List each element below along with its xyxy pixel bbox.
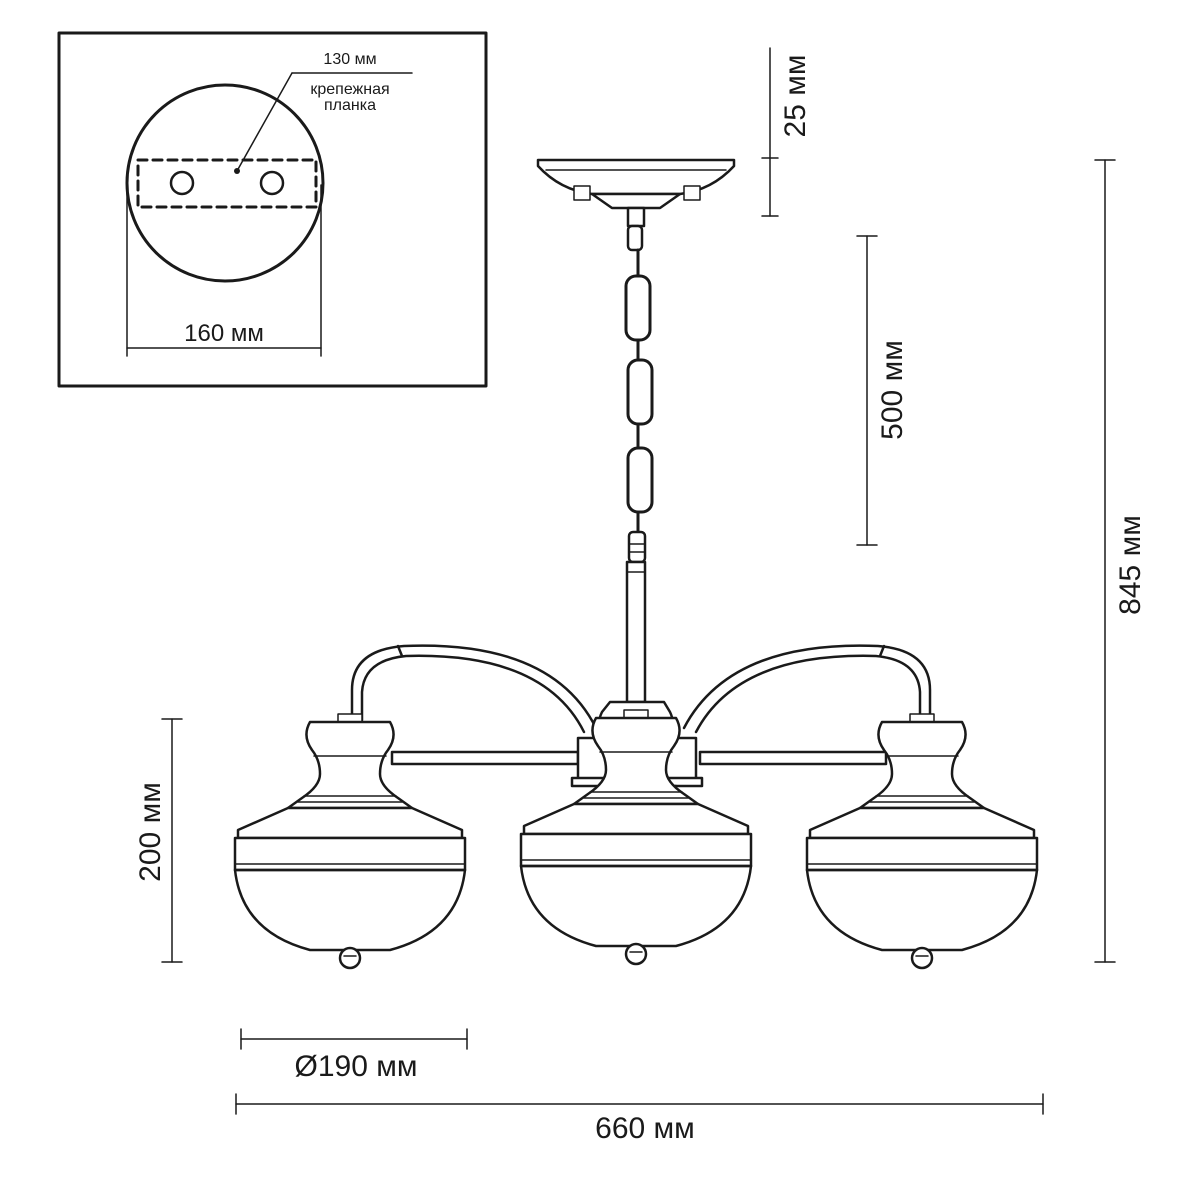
mounting-plate-inset: 130 мм крепежная планка 160 мм (57, 31, 488, 388)
center-stem (625, 560, 647, 704)
chandelier-arms (350, 644, 932, 766)
dim-canopy-height: 25 мм (761, 47, 812, 217)
suspension-chain (624, 224, 654, 564)
shade-diameter-label: Ø190 мм (295, 1050, 418, 1083)
dim-shade-diameter: Ø190 мм (240, 1028, 468, 1083)
dim-total-width: 660 мм (235, 1093, 1044, 1145)
leader-line (236, 72, 293, 172)
screw-hole-left (169, 170, 195, 196)
ceiling-canopy (536, 158, 736, 228)
plate-width-label: 130 мм (323, 51, 376, 68)
canopy-circle (125, 83, 325, 283)
shade-center (519, 708, 753, 966)
inset-frame (57, 31, 488, 388)
plate-name-line2: планка (324, 97, 376, 114)
canopy-height-label: 25 мм (779, 55, 812, 138)
canopy-diameter-label: 160 мм (184, 320, 264, 347)
plate-name-line1: крепежная (310, 81, 389, 98)
dim-chain-length: 500 мм (856, 235, 909, 546)
chain-length-label: 500 мм (876, 340, 909, 440)
shade-height-label: 200 мм (134, 782, 167, 882)
total-width-label: 660 мм (595, 1112, 695, 1145)
dim-shade-height: 200 мм (134, 718, 183, 963)
mounting-plate-dashed (136, 158, 318, 209)
screw-hole-right (259, 170, 285, 196)
dim-total-height: 845 мм (1094, 159, 1147, 963)
total-height-label: 845 мм (1114, 515, 1147, 615)
